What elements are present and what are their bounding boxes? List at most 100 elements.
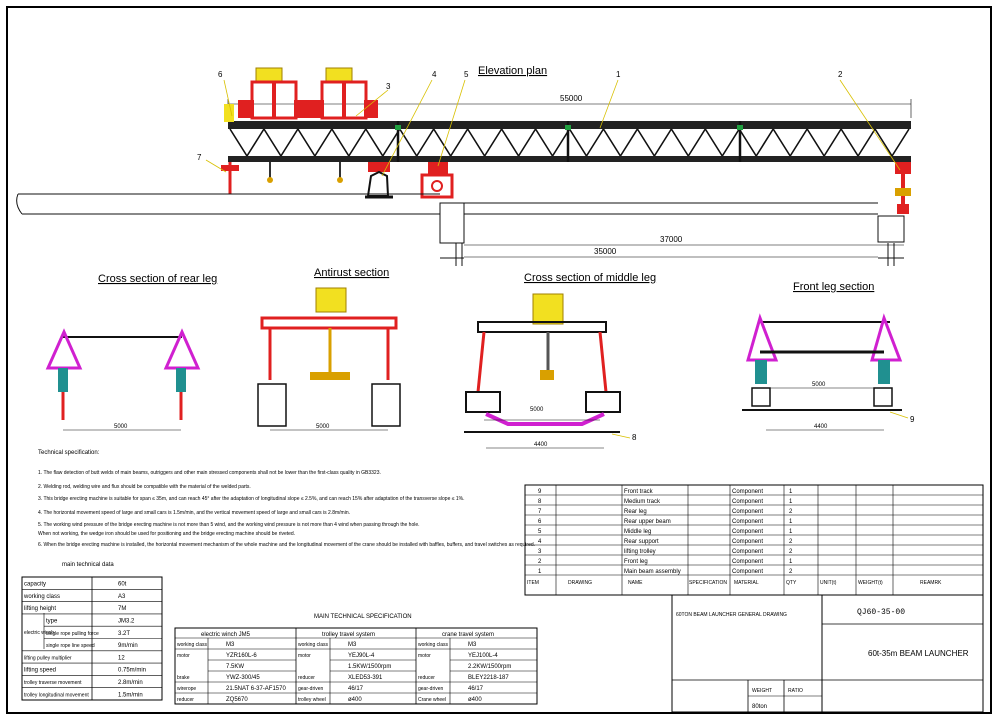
tech-note-2: 2. Welding rod, welding wire and flux sh… (38, 484, 251, 490)
callout-3: 3 (386, 82, 391, 91)
spec-val-2-4: 46/17 (468, 686, 484, 692)
callout-1: 1 (616, 70, 621, 79)
spec-key-1-0: working class (298, 642, 329, 648)
spec-key-2-3: reducer (418, 675, 435, 681)
bom-no-7: 2 (538, 559, 542, 565)
callout-9: 9 (910, 415, 915, 424)
callout-6: 6 (218, 70, 223, 79)
tech-note-3: 3. This bridge erecting machine is suita… (38, 496, 465, 502)
bom-header-5: QTY (786, 580, 797, 586)
spec-key-1-3: reducer (298, 675, 315, 681)
callout-7: 7 (197, 153, 202, 162)
weight-label: WEIGHT (752, 688, 772, 694)
bom-name-3: Rear upper beam (624, 519, 671, 525)
bom-no-6: 3 (538, 549, 542, 555)
callout-4: 4 (432, 70, 437, 79)
bom-header-6: UNIT(t) (820, 580, 837, 586)
spec-val-0-0: M3 (226, 642, 235, 648)
spec-val-0-3: YWZ-300/45 (226, 675, 260, 681)
elevation-title: Elevation plan (478, 65, 547, 77)
bom-material-5: Component (732, 539, 763, 545)
callout-2: 2 (838, 70, 843, 79)
main-spec-table (174, 627, 538, 705)
bom-name-6: lifting trolley (624, 549, 656, 555)
data-value-6: 12 (118, 655, 125, 661)
rear-leg-elevation (221, 104, 239, 194)
data-label-7: lifting speed (24, 668, 56, 674)
front-leg-width: 5000 (812, 382, 826, 388)
spec-val-1-3: XLED53-391 (348, 675, 383, 681)
tech-spec-heading: Technical specification: (38, 450, 100, 456)
drawing-code: QJ60-35-00 (857, 608, 905, 617)
bom-no-5: 4 (538, 539, 542, 545)
bom-header-7: WEIGHT(t) (858, 580, 883, 586)
bom-name-1: Medium track (624, 499, 661, 505)
bom-name-4: Middle leg (624, 529, 651, 535)
spec-key-0-3: brake (177, 675, 190, 681)
spec-key-2-1: motor (418, 653, 431, 659)
bom-material-0: Component (732, 489, 763, 495)
data-label-4: single rope pulling force (46, 631, 99, 637)
bom-material-3: Component (732, 519, 763, 525)
lifting-trolley-2 (308, 67, 378, 183)
spec-val-2-1: YEJ100L-4 (468, 653, 498, 659)
middle-leg-track: 4400 (534, 442, 548, 448)
weight-value: 80ton (752, 704, 767, 710)
middle-leg-width: 5000 (530, 407, 544, 413)
data-label-8: trolley traverse movement (24, 680, 82, 686)
spec-val-0-5: ZQ5670 (226, 697, 248, 703)
bom-header-3: SPECIFICATION (689, 580, 727, 586)
rear-leg-section (45, 328, 201, 431)
rear-leg-width: 5000 (114, 424, 128, 430)
spec-key-1-4: gear-driven (298, 686, 324, 692)
bom-name-5: Rear support (624, 539, 659, 545)
drawing-name: 60t-35m BEAM LAUNCHER (868, 649, 969, 658)
bom-qty-7: 1 (789, 559, 793, 565)
front-leg-track: 4400 (814, 424, 828, 430)
main-data-caption: main technical data (62, 562, 114, 568)
spec-val-1-0: M3 (348, 642, 357, 648)
rear-support-elevation (365, 162, 393, 199)
bom-no-3: 6 (538, 519, 542, 525)
front-leg-elevation (895, 162, 911, 214)
data-label-1: working class (23, 594, 60, 600)
bom-no-0: 9 (538, 489, 542, 495)
rail-dim: 37000 (660, 235, 683, 244)
bridge-deck-piers (16, 193, 905, 266)
tech-note-5b: When not working, the wedge iron should … (38, 531, 295, 537)
bom-name-7: Front leg (624, 559, 648, 565)
spec-val-0-2: 7.5KW (226, 664, 244, 670)
tech-note-5: 5. The working wind pressure of the brid… (38, 522, 420, 528)
data-label-3: type (46, 619, 58, 625)
spec-val-1-4: 46/17 (348, 686, 364, 692)
bom-material-1: Component (732, 499, 763, 505)
data-value-7: 0.75m/min (118, 668, 146, 674)
data-value-8: 2.8m/min (118, 680, 143, 686)
callout-5: 5 (464, 70, 469, 79)
title-block (671, 594, 984, 713)
data-value-2: 7M (118, 606, 126, 612)
bom-qty-1: 1 (789, 499, 793, 505)
spec-key-2-5: Crane wheel (418, 697, 446, 703)
bom-material-7: Component (732, 559, 763, 565)
front-leg-drawing (742, 313, 903, 431)
spec-val-1-1: YEJ90L-4 (348, 653, 375, 659)
bom-name-0: Front track (624, 489, 654, 495)
middle-leg-title: Cross section of middle leg (524, 272, 656, 284)
rear-leg-title: Cross section of rear leg (98, 273, 217, 285)
spec-key-0-5: reducer (177, 697, 194, 703)
lifting-trolley-1 (238, 67, 308, 183)
spec-key-1-1: motor (298, 653, 311, 659)
bom-no-8: 1 (538, 569, 542, 575)
bom-qty-5: 2 (789, 539, 793, 545)
data-label-5: single rope line speed (46, 643, 95, 649)
bom-name-8: Main beam assembly (624, 569, 681, 575)
tech-note-6: 6. When the bridge erecting machine is i… (38, 542, 535, 548)
callout-leaders (205, 79, 901, 177)
data-value-5: 9m/min (118, 643, 138, 649)
front-leg-title: Front leg section (793, 281, 874, 293)
bom-material-6: Component (732, 549, 763, 555)
bom-header-1: DRAWING (568, 580, 592, 586)
bom-header-0: ITEM (527, 580, 539, 586)
